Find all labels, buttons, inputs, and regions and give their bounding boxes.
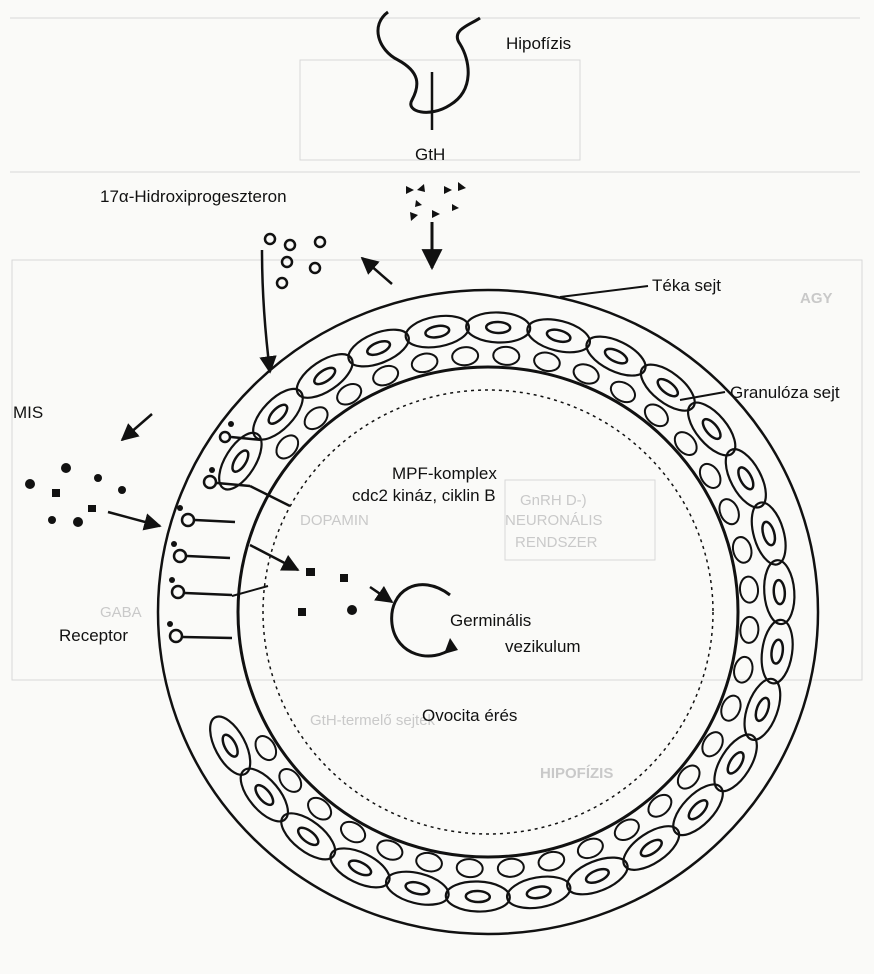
cell-nucleus	[760, 520, 777, 546]
cell-nucleus	[466, 891, 490, 903]
cell-body	[665, 776, 731, 843]
signal-arrow-2	[250, 545, 298, 570]
granulosa-cell	[451, 346, 478, 366]
label-gth: GtH	[415, 145, 445, 165]
steroid-release-arrow	[362, 258, 392, 284]
cell-nucleus	[638, 837, 664, 860]
label-ovocita-eres: Ovocita érés	[422, 706, 517, 726]
cell-nucleus	[425, 324, 451, 339]
granulosa-cell	[673, 761, 704, 792]
cell-nucleus	[655, 376, 681, 399]
label-mpf-line1: MPF-komplex	[392, 464, 497, 484]
cell-body	[762, 559, 796, 625]
label-granuloza-sejt: Granulóza sejt	[730, 383, 840, 403]
germinal-vesicle	[392, 585, 452, 656]
cell-nucleus	[312, 365, 338, 388]
germinal-vesicle-arrowhead	[444, 638, 458, 654]
cell-body	[706, 728, 765, 798]
cell-nucleus	[753, 696, 772, 722]
cell-body	[383, 866, 452, 911]
cell-nucleus	[486, 322, 510, 334]
cell-nucleus	[347, 858, 373, 878]
granulosa-cell	[456, 858, 483, 878]
granulosa-cell	[696, 460, 725, 492]
granulosa-cell	[739, 616, 759, 643]
signal-arrow-4	[370, 587, 392, 602]
cell-nucleus	[735, 465, 756, 491]
granuloza-pointer	[680, 392, 725, 400]
cell-body	[466, 311, 531, 343]
cell-nucleus	[295, 825, 321, 848]
hydroxyprogesterone-molecules	[265, 234, 325, 288]
label-hipofizis: Hipofízis	[506, 34, 571, 54]
label-germinalis-line1: Germinális	[450, 611, 531, 631]
granulosa-cell	[272, 431, 303, 462]
granulosa-cell	[300, 403, 331, 434]
cell-nucleus	[686, 797, 711, 822]
granulosa-cell	[739, 576, 759, 603]
cell-nucleus	[266, 402, 291, 427]
granulosa-cell	[644, 790, 675, 821]
cell-body	[403, 311, 471, 352]
hydroxy-arrow	[262, 250, 270, 372]
cell-nucleus	[229, 448, 251, 474]
cell-nucleus	[603, 346, 629, 366]
cell-nucleus	[725, 750, 747, 776]
cell-body	[524, 313, 593, 358]
cell-nucleus	[700, 416, 724, 441]
granulosa-cell	[532, 350, 561, 373]
granulosa-cell	[497, 858, 524, 878]
cell-nucleus	[365, 338, 391, 357]
cell-nucleus	[404, 880, 430, 896]
granulosa-cell	[493, 346, 520, 366]
signal-arrow-1	[108, 512, 160, 526]
cell-body	[680, 395, 744, 463]
label-mpf-line2: cdc2 kináz, ciklin B	[352, 486, 496, 506]
gth-molecules	[406, 182, 466, 221]
mpf-molecules	[298, 568, 357, 616]
cell-nucleus	[526, 885, 552, 900]
receptors	[170, 432, 290, 642]
label-mis: MIS	[13, 403, 43, 423]
label-teka-sejt: Téka sejt	[652, 276, 721, 296]
granulosa-cell	[607, 378, 639, 407]
granulosa-cell	[337, 818, 369, 847]
cell-body	[758, 618, 797, 686]
cell-body	[745, 499, 791, 569]
cell-nucleus	[220, 732, 241, 758]
cell-body	[232, 761, 296, 829]
label-germinalis-line2: vezikulum	[505, 637, 581, 657]
granulosa-cell	[414, 850, 443, 873]
cell-nucleus	[584, 866, 610, 885]
background-lines	[10, 18, 862, 680]
cell-body	[633, 356, 702, 419]
label-hidroxiprogeszteron: 17α-Hidroxiprogeszteron	[100, 187, 287, 207]
mis-arrow	[122, 414, 152, 440]
pituitary-shape	[378, 12, 480, 112]
cell-body	[562, 850, 633, 902]
cell-body	[202, 710, 259, 781]
label-receptor: Receptor	[59, 626, 128, 646]
cell-body	[505, 872, 573, 913]
cell-body	[343, 322, 414, 374]
cell-body	[274, 805, 343, 868]
granulosa-cell	[251, 732, 280, 764]
cell-body	[245, 381, 311, 448]
cell-body	[445, 880, 510, 912]
teka-pointer	[560, 286, 648, 297]
cell-nucleus	[546, 328, 572, 344]
cell-nucleus	[252, 782, 276, 807]
cell-nucleus	[770, 639, 784, 664]
mis-molecules	[25, 463, 126, 527]
cell-nucleus	[773, 580, 786, 605]
